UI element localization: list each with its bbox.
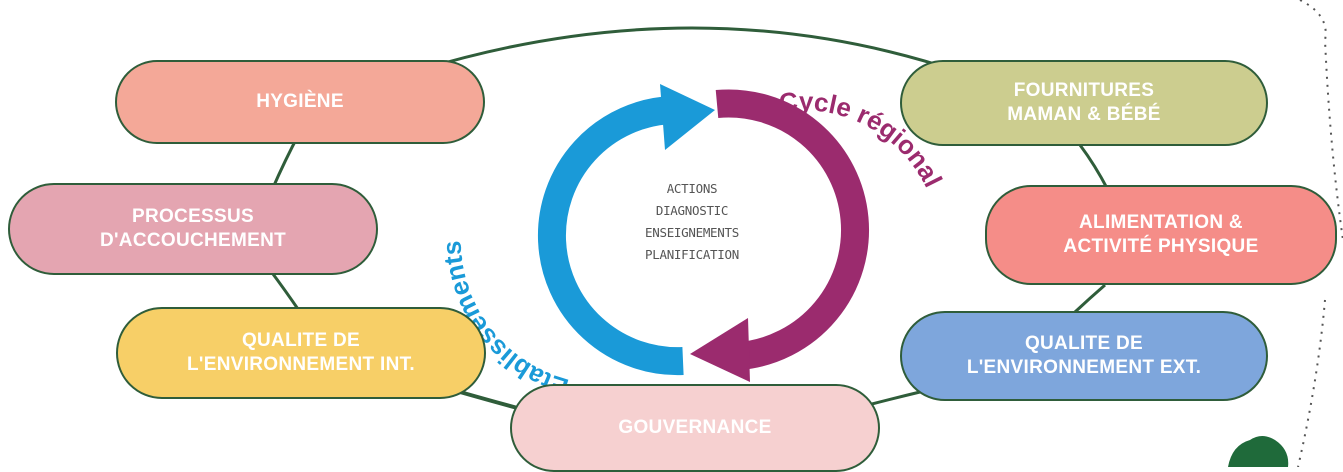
pill-qualite-environnement-ext[interactable]: QUALITE DE L'ENVIRONNEMENT EXT. — [900, 311, 1268, 401]
connector-processus-qualite-int — [268, 269, 302, 313]
pill-qualite-environnement-int[interactable]: QUALITE DE L'ENVIRONNEMENT INT. — [116, 307, 486, 399]
center-line-enseignements: ENSEIGNEMENTS — [645, 225, 739, 240]
pill-qualite-ext-line2: L'ENVIRONNEMENT EXT. — [966, 357, 1202, 378]
pill-processus-line2: D'ACCOUCHEMENT — [99, 230, 287, 251]
pill-fournitures-line1: FOURNITURES — [1013, 80, 1155, 101]
pill-alimentation-line2: ACTIVITÉ PHYSIQUE — [1063, 236, 1259, 257]
tree-icon — [1228, 436, 1289, 467]
pill-gouvernance-label: GOUVERNANCE — [618, 417, 772, 438]
pill-processus-accouchement[interactable]: PROCESSUS D'ACCOUCHEMENT — [8, 183, 378, 275]
pill-fournitures-maman-bebe[interactable]: FOURNITURES MAMAN & BÉBÉ — [900, 60, 1268, 146]
pill-hygiene[interactable]: HYGIÈNE — [115, 60, 485, 144]
cycle-center-text: ACTIONS DIAGNOSTIC ENSEIGNEMENTS PLANIFI… — [632, 178, 752, 266]
top-arc-connector — [419, 26, 961, 74]
dotted-border — [1297, 0, 1343, 467]
purple-arrowhead — [690, 318, 750, 382]
connector-qualite-ext-gouvernance — [867, 390, 921, 407]
pill-fournitures-line2: MAMAN & BÉBÉ — [1007, 104, 1161, 125]
blue-cycle-arrow — [537, 96, 684, 376]
purple-cycle-arrow — [715, 89, 869, 370]
connector-alimentation-qualite-ext — [1073, 283, 1106, 314]
blue-arrowhead — [660, 84, 715, 150]
pill-qualite-int-line2: L'ENVIRONNEMENT INT. — [187, 354, 415, 375]
center-line-actions: ACTIONS — [666, 181, 718, 196]
connector-fournitures-alimentation — [1078, 144, 1110, 191]
center-line-planification: PLANIFICATION — [645, 247, 739, 262]
pill-hygiene-label: HYGIÈNE — [256, 91, 344, 112]
pill-alimentation-line1: ALIMENTATION & — [1079, 212, 1243, 233]
pill-qualite-int-line1: QUALITE DE — [241, 330, 361, 351]
pill-gouvernance[interactable]: GOUVERNANCE — [510, 384, 880, 472]
pill-processus-line1: PROCESSUS — [131, 206, 254, 227]
center-line-diagnostic: DIAGNOSTIC — [655, 203, 729, 218]
pill-alimentation-activite-physique[interactable]: ALIMENTATION & ACTIVITÉ PHYSIQUE — [985, 185, 1337, 285]
pill-qualite-ext-line1: QUALITE DE — [1024, 333, 1144, 354]
